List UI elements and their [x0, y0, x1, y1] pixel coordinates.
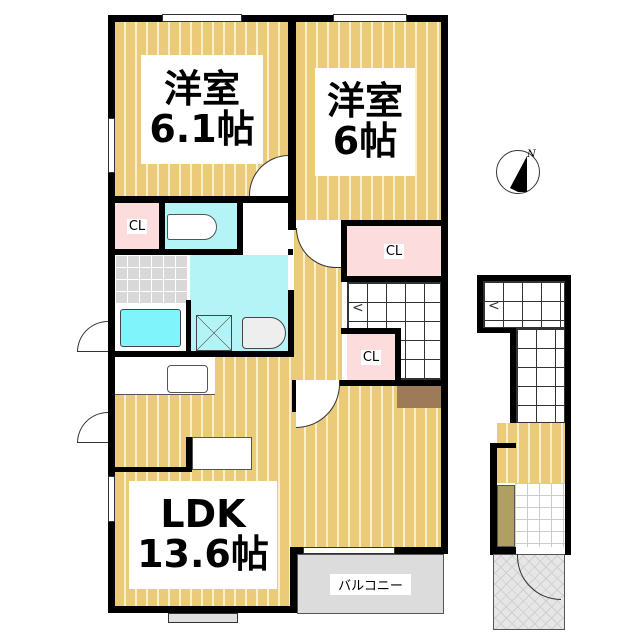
window [168, 613, 238, 623]
interior-wall [395, 328, 401, 383]
balcony-label: バルコニー [330, 573, 411, 595]
annex-wall [490, 443, 497, 555]
compass-north-label: N [527, 149, 536, 160]
window [108, 476, 115, 522]
closet: CL [115, 203, 159, 250]
shower-drain-icon [196, 315, 232, 351]
interior-wall [108, 467, 192, 472]
closet-label: CL [360, 349, 382, 365]
shoe-cabinet [497, 485, 515, 547]
closet-label: CL [383, 243, 405, 259]
room-size: 6帖 [332, 119, 398, 163]
annex-wall [565, 275, 571, 555]
interior-wall [342, 220, 448, 226]
annex-wall [490, 547, 516, 554]
room-name: LDK [160, 492, 246, 537]
toilet-icon [167, 214, 217, 240]
interior-wall [108, 249, 293, 255]
balcony: バルコニー [297, 554, 444, 614]
exterior-door [77, 412, 108, 443]
window [108, 118, 115, 173]
interior-wall [292, 380, 296, 412]
interior-wall [186, 300, 191, 355]
kitchen-island [192, 437, 252, 470]
annex-wall [477, 275, 571, 281]
interior-wall [294, 380, 448, 386]
room-name: 洋室 [326, 79, 403, 124]
annex-staircase[interactable] [483, 281, 565, 328]
bathtub-icon [120, 309, 181, 347]
laundry-area [115, 255, 187, 303]
interior-wall [341, 276, 448, 282]
window [162, 14, 242, 22]
annex-staircase[interactable] [516, 328, 565, 423]
outer-wall [441, 386, 448, 554]
annex-wall [510, 328, 516, 448]
closet-label: CL [126, 219, 148, 234]
interior-wall [288, 290, 294, 355]
interior-wall [341, 220, 347, 280]
interior-wall [108, 196, 293, 203]
closet: CL [347, 226, 441, 276]
room-label-ldk: LDK 13.6帖 [129, 481, 277, 589]
annex-wall [477, 275, 483, 332]
room-size: 6.1帖 [149, 106, 255, 151]
outer-wall-left [108, 15, 115, 613]
ldk-room-right [295, 386, 441, 548]
outer-wall-right [441, 15, 448, 390]
balcony-window [303, 547, 395, 554]
outer-wall [290, 547, 297, 613]
interior-wall [159, 196, 165, 256]
interior-wall [186, 437, 192, 471]
annex-wall [490, 443, 516, 448]
entry-hall [497, 423, 565, 483]
interior-wall [288, 15, 296, 230]
outer-wall-top [108, 15, 448, 22]
north-arrow-icon [510, 156, 527, 192]
stairs-arrow-icon: < [488, 298, 500, 314]
interior-wall [341, 328, 401, 334]
room-name: 洋室 [163, 66, 240, 111]
room-size: 13.6帖 [137, 532, 269, 576]
room-label-western-1: 洋室 6.1帖 [141, 55, 263, 164]
annex-wall [477, 328, 514, 333]
interior-wall [108, 351, 294, 357]
room-label-western-2: 洋室 6帖 [315, 68, 415, 176]
kitchen-sink-icon [167, 365, 208, 393]
interior-wall [237, 196, 243, 296]
compass: N [496, 149, 540, 194]
sink-icon [242, 317, 286, 349]
outer-wall-bottom [108, 606, 298, 613]
genkan-floor [515, 483, 565, 547]
exterior-door [77, 321, 108, 352]
stairs-arrow-icon: < [352, 300, 364, 316]
window [333, 14, 407, 22]
closet: CL [347, 334, 395, 380]
storage [397, 386, 441, 408]
